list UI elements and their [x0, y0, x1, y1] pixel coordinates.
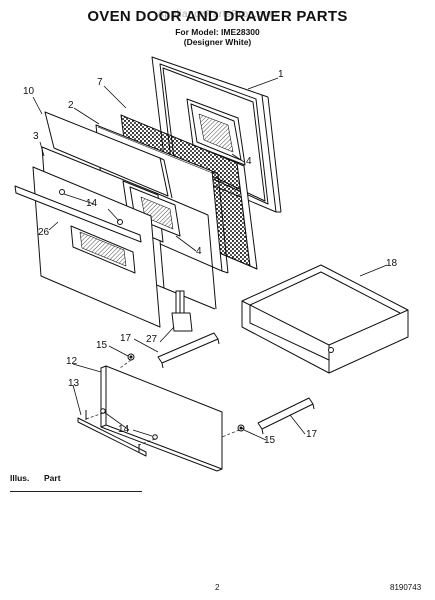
- callout-4-lower: 4: [196, 246, 202, 257]
- drawer-slide-right: [257, 397, 315, 435]
- footer-rule: [10, 491, 142, 492]
- variant-line: (Designer White): [183, 37, 252, 47]
- drawer-handle: [77, 410, 147, 457]
- callout-27: 27: [146, 334, 158, 345]
- alignment-lines: [85, 359, 245, 446]
- callout-17-lower: 17: [306, 429, 318, 440]
- drawer-front-panel: [100, 365, 223, 472]
- storage-drawer: [241, 264, 409, 374]
- drawer-slide-left: [157, 332, 220, 369]
- callout-12: 12: [66, 356, 78, 367]
- model-line: For Model: IME28300: [175, 27, 260, 37]
- part-column-label: Part: [44, 473, 61, 483]
- page-title: OVEN DOOR AND DRAWER PARTS: [87, 8, 348, 25]
- screw-lower: [237, 424, 245, 432]
- callout-1: 1: [278, 69, 284, 80]
- callout-13: 13: [68, 378, 80, 389]
- leader-lines: [32, 77, 388, 441]
- illus-column-label: Illus.: [10, 473, 30, 483]
- callout-15-upper: 15: [96, 340, 108, 351]
- callout-2: 2: [68, 100, 74, 111]
- document-number: 8190743: [390, 583, 422, 592]
- screw-upper: [127, 353, 135, 361]
- callout-10: 10: [23, 86, 35, 97]
- callout-7: 7: [97, 77, 103, 88]
- screw-14-right: [152, 434, 158, 440]
- callout-18: 18: [386, 258, 398, 269]
- door-plate: [44, 111, 173, 199]
- model-info: For Model: IME28300 (Designer White): [0, 27, 435, 47]
- callout-26: 26: [38, 227, 50, 238]
- callout-4-upper: 4: [246, 156, 252, 167]
- callout-17-upper: 17: [120, 333, 132, 344]
- page-number: 2: [215, 583, 220, 592]
- door-hinge: [171, 290, 193, 332]
- callout-14-upper: 14: [86, 198, 98, 209]
- front-door: [14, 166, 161, 328]
- callout-14-lower: 14: [118, 424, 130, 435]
- callout-3: 3: [33, 131, 39, 142]
- callout-15-lower: 15: [264, 435, 276, 446]
- watermark: AppliancePartsPros.com: [157, 9, 278, 20]
